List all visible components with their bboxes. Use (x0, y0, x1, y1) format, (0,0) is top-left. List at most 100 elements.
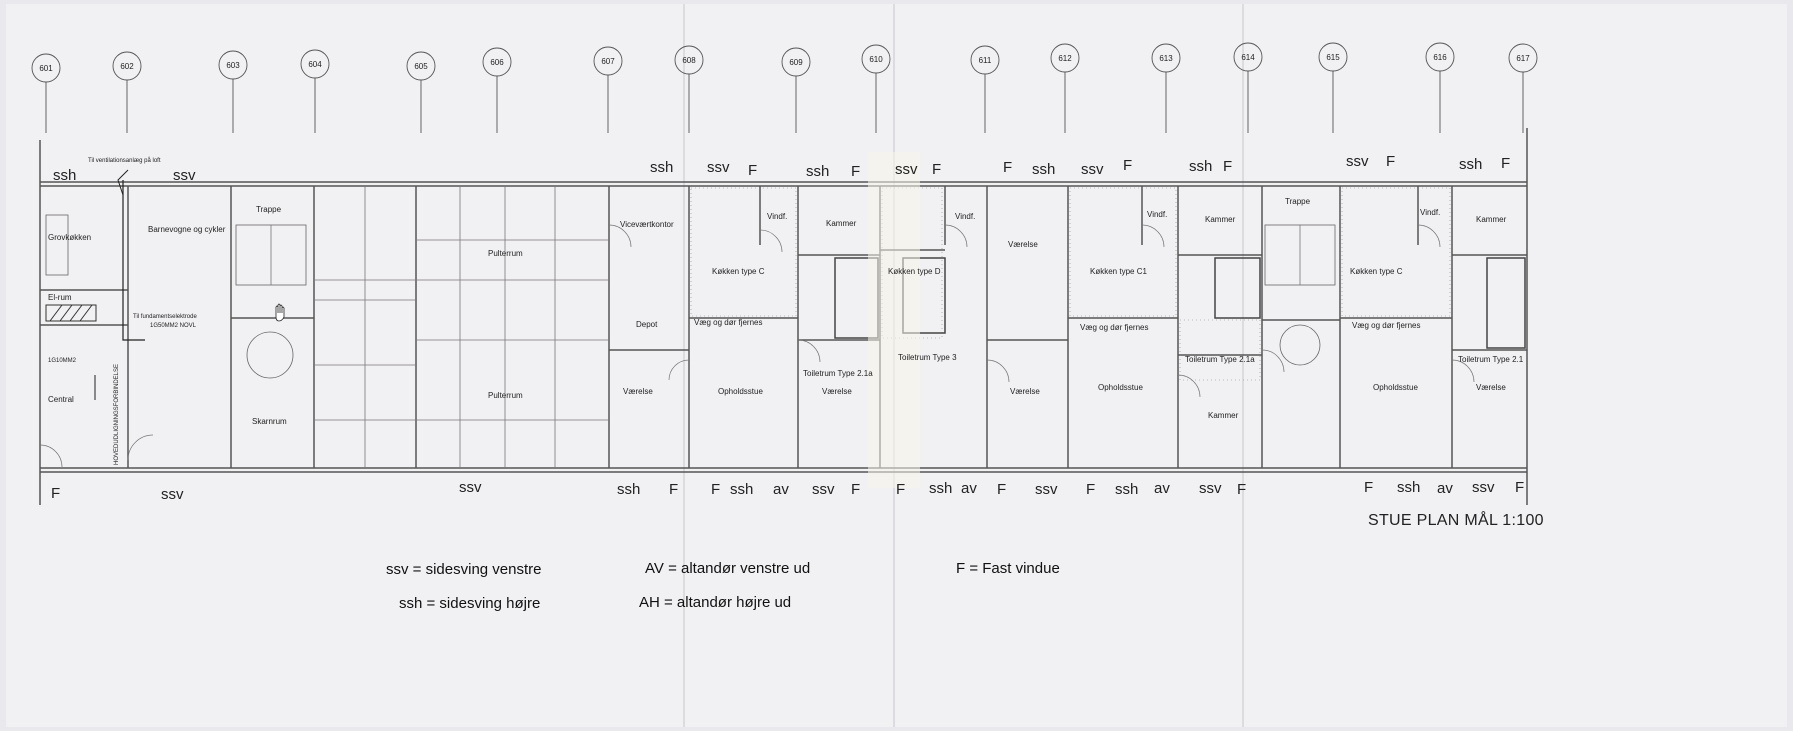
room-label: Barnevogne og cykler (148, 225, 226, 234)
window-mark: F (1386, 153, 1395, 170)
window-mark: ssh (617, 481, 640, 498)
axis-bubble: 608 (674, 45, 704, 133)
room-label: Vindf. (1147, 210, 1167, 219)
axis-number: 610 (869, 55, 883, 64)
round-fixtures (246, 324, 1321, 379)
room-label: Central (48, 395, 74, 404)
axis-bubble: 610 (861, 44, 891, 133)
legend-ssv: ssv = sidesving venstre (386, 561, 542, 578)
axis-number: 616 (1433, 53, 1447, 62)
window-mark: ssv (1035, 481, 1058, 498)
window-mark: F (669, 481, 678, 498)
door-swings (39, 224, 1475, 468)
window-mark: F (1003, 159, 1012, 176)
window-mark: F (851, 481, 860, 498)
room-label: Opholdsstue (718, 387, 763, 396)
room-label: Værelse (1010, 387, 1040, 396)
room-label: Grovkøkken (48, 233, 91, 242)
room-label: Toiletrum Type 2.1 (1458, 355, 1524, 364)
axis-number: 608 (682, 56, 696, 65)
window-mark: F (1123, 157, 1132, 174)
window-mark: F (997, 481, 1006, 498)
room-label: Pulterrum (488, 391, 523, 400)
staircases (235, 224, 1336, 286)
room-label: Kammer (826, 219, 857, 228)
axis-bubble: 611 (970, 45, 1000, 133)
room-label: Værelse (1476, 383, 1506, 392)
room-label: Opholdsstue (1098, 383, 1143, 392)
axis-bubble: 601 (31, 53, 61, 133)
room-label: Værelse (623, 387, 653, 396)
room-label: Værelse (1008, 240, 1038, 249)
room-label: Pulterrum (488, 249, 523, 258)
room-label: Vindf. (955, 212, 975, 221)
window-mark: ssh (650, 159, 673, 176)
technical-notes: Til ventilationsanlæg på loft Til fundam… (48, 157, 197, 465)
room-label: Væg og dør fjernes (694, 318, 762, 327)
window-mark: F (1501, 155, 1510, 172)
room-label: Opholdsstue (1373, 383, 1418, 392)
room-label: Køkken type C1 (1090, 267, 1147, 276)
axis-number: 604 (308, 60, 322, 69)
axis-bubble: 616 (1425, 42, 1455, 133)
axis-number: 612 (1058, 54, 1072, 63)
window-mark: ssv (173, 167, 196, 184)
axis-number: 611 (979, 56, 992, 65)
kitchen-floor-areas (690, 187, 1451, 381)
window-mark: F (932, 161, 941, 178)
axis-bubble: 609 (781, 47, 811, 133)
axis-bubble: 607 (593, 46, 623, 133)
sheet-title: STUE PLAN MÅL 1:100 (1368, 512, 1544, 529)
room-label: Væg og dør fjernes (1080, 323, 1148, 332)
window-mark: F (851, 163, 860, 180)
room-labels: Grovkøkken Barnevogne og cykler El-rum C… (48, 197, 1524, 426)
room-label: Kammer (1205, 215, 1236, 224)
window-mark: ssh (53, 167, 76, 184)
storage-cells (314, 186, 609, 468)
window-mark: av (1437, 480, 1453, 497)
window-mark: av (961, 480, 977, 497)
axis-bubble: 612 (1050, 43, 1080, 133)
room-label: Toiletrum Type 2.1a (803, 369, 873, 378)
window-mark: ssv (895, 161, 918, 178)
axis-number: 613 (1159, 54, 1173, 63)
room-label: Skarnrum (252, 417, 287, 426)
window-mark: ssh (806, 163, 829, 180)
room-label: Køkken type C (1350, 267, 1403, 276)
room-label: Toiletrum Type 2.1a (1185, 355, 1255, 364)
window-mark: ssh (1397, 479, 1420, 496)
sheet-fold-line (1242, 4, 1244, 727)
axis-number: 614 (1241, 53, 1255, 62)
axis-bubble: 615 (1318, 42, 1348, 133)
legend-f: F = Fast vindue (956, 560, 1060, 577)
axis-number: 607 (601, 57, 615, 66)
ground-cable-note: 1G10MM2 (48, 358, 77, 364)
sheet-fold-line (683, 4, 685, 727)
room-label: Toiletrum Type 3 (898, 353, 957, 362)
room-label: Trappe (256, 205, 282, 214)
axis-bubble: 604 (300, 49, 330, 133)
axis-number: 601 (39, 64, 53, 73)
electrical-cabinet (45, 214, 97, 322)
window-mark: ssv (161, 486, 184, 503)
axis-bubble: 603 (218, 50, 248, 133)
window-mark: ssv (812, 481, 835, 498)
room-label: Køkken type D (888, 267, 941, 276)
window-mark: av (1154, 480, 1170, 497)
legend-av: AV = altandør venstre ud (645, 560, 811, 577)
window-mark: F (1364, 479, 1373, 496)
window-mark: ssh (1459, 156, 1482, 173)
window-mark: F (711, 481, 720, 498)
axis-bubble: 605 (406, 51, 436, 133)
window-mark: ssh (929, 480, 952, 497)
window-mark: ssv (1081, 161, 1104, 178)
room-label: Vindf. (767, 212, 787, 221)
building-outline (39, 128, 1528, 505)
interior-walls (40, 186, 1527, 468)
axis-number: 602 (120, 62, 134, 71)
legend-ah: AH = altandør højre ud (639, 594, 792, 611)
window-mark: ssh (1189, 158, 1212, 175)
window-mark: ssv (1199, 480, 1222, 497)
window-mark: ssv (459, 479, 482, 496)
